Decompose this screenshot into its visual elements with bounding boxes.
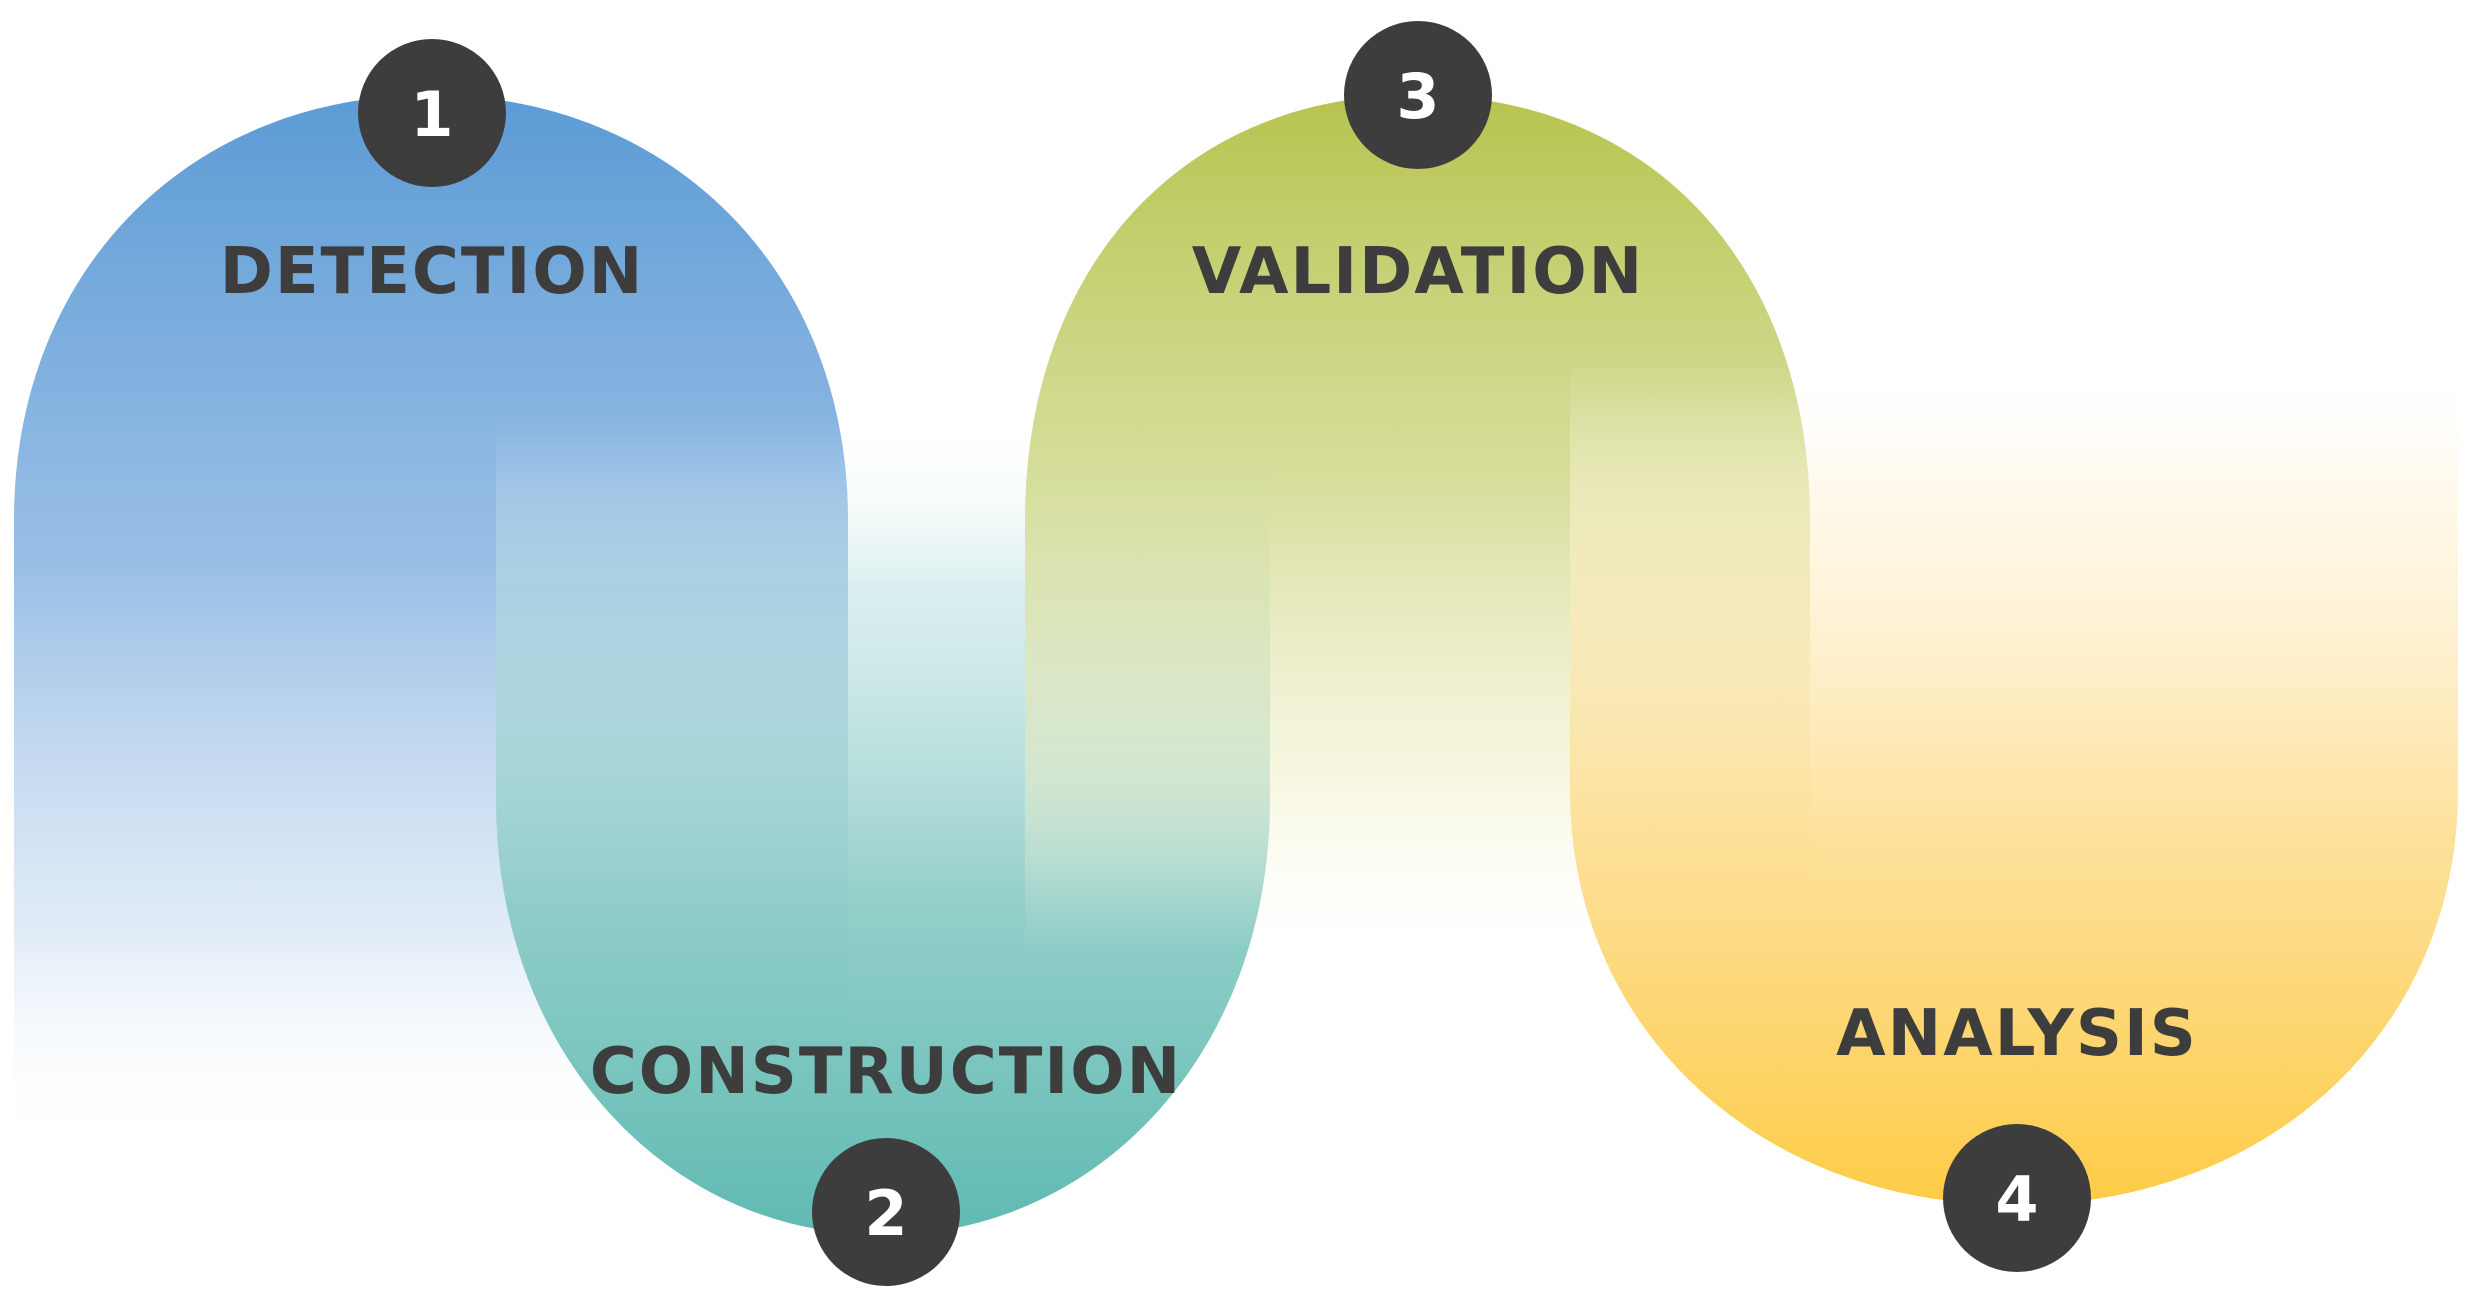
stage-2: CONSTRUCTION 2 [590,1035,1182,1286]
stage-4-number: 4 [1995,1163,2038,1236]
stage-4-label: ANALYSIS [1836,997,2198,1071]
stage-3-number: 3 [1396,60,1439,133]
stage-1-badge [358,39,506,187]
stage-3: 3 VALIDATION [1192,21,1644,309]
stage-1: 1 DETECTION [220,39,645,309]
stage-1-label: DETECTION [220,235,645,309]
stage-2-number: 2 [864,1177,907,1250]
stage-2-label: CONSTRUCTION [590,1035,1182,1109]
stage-3-label: VALIDATION [1192,235,1644,309]
stage-4-badge [1943,1124,2091,1272]
stage-2-badge [812,1138,960,1286]
stage-4-arch [1570,360,2458,1205]
stage-4: ANALYSIS 4 [1836,997,2198,1272]
stage-1-number: 1 [410,78,453,151]
stage-3-badge [1344,21,1492,169]
